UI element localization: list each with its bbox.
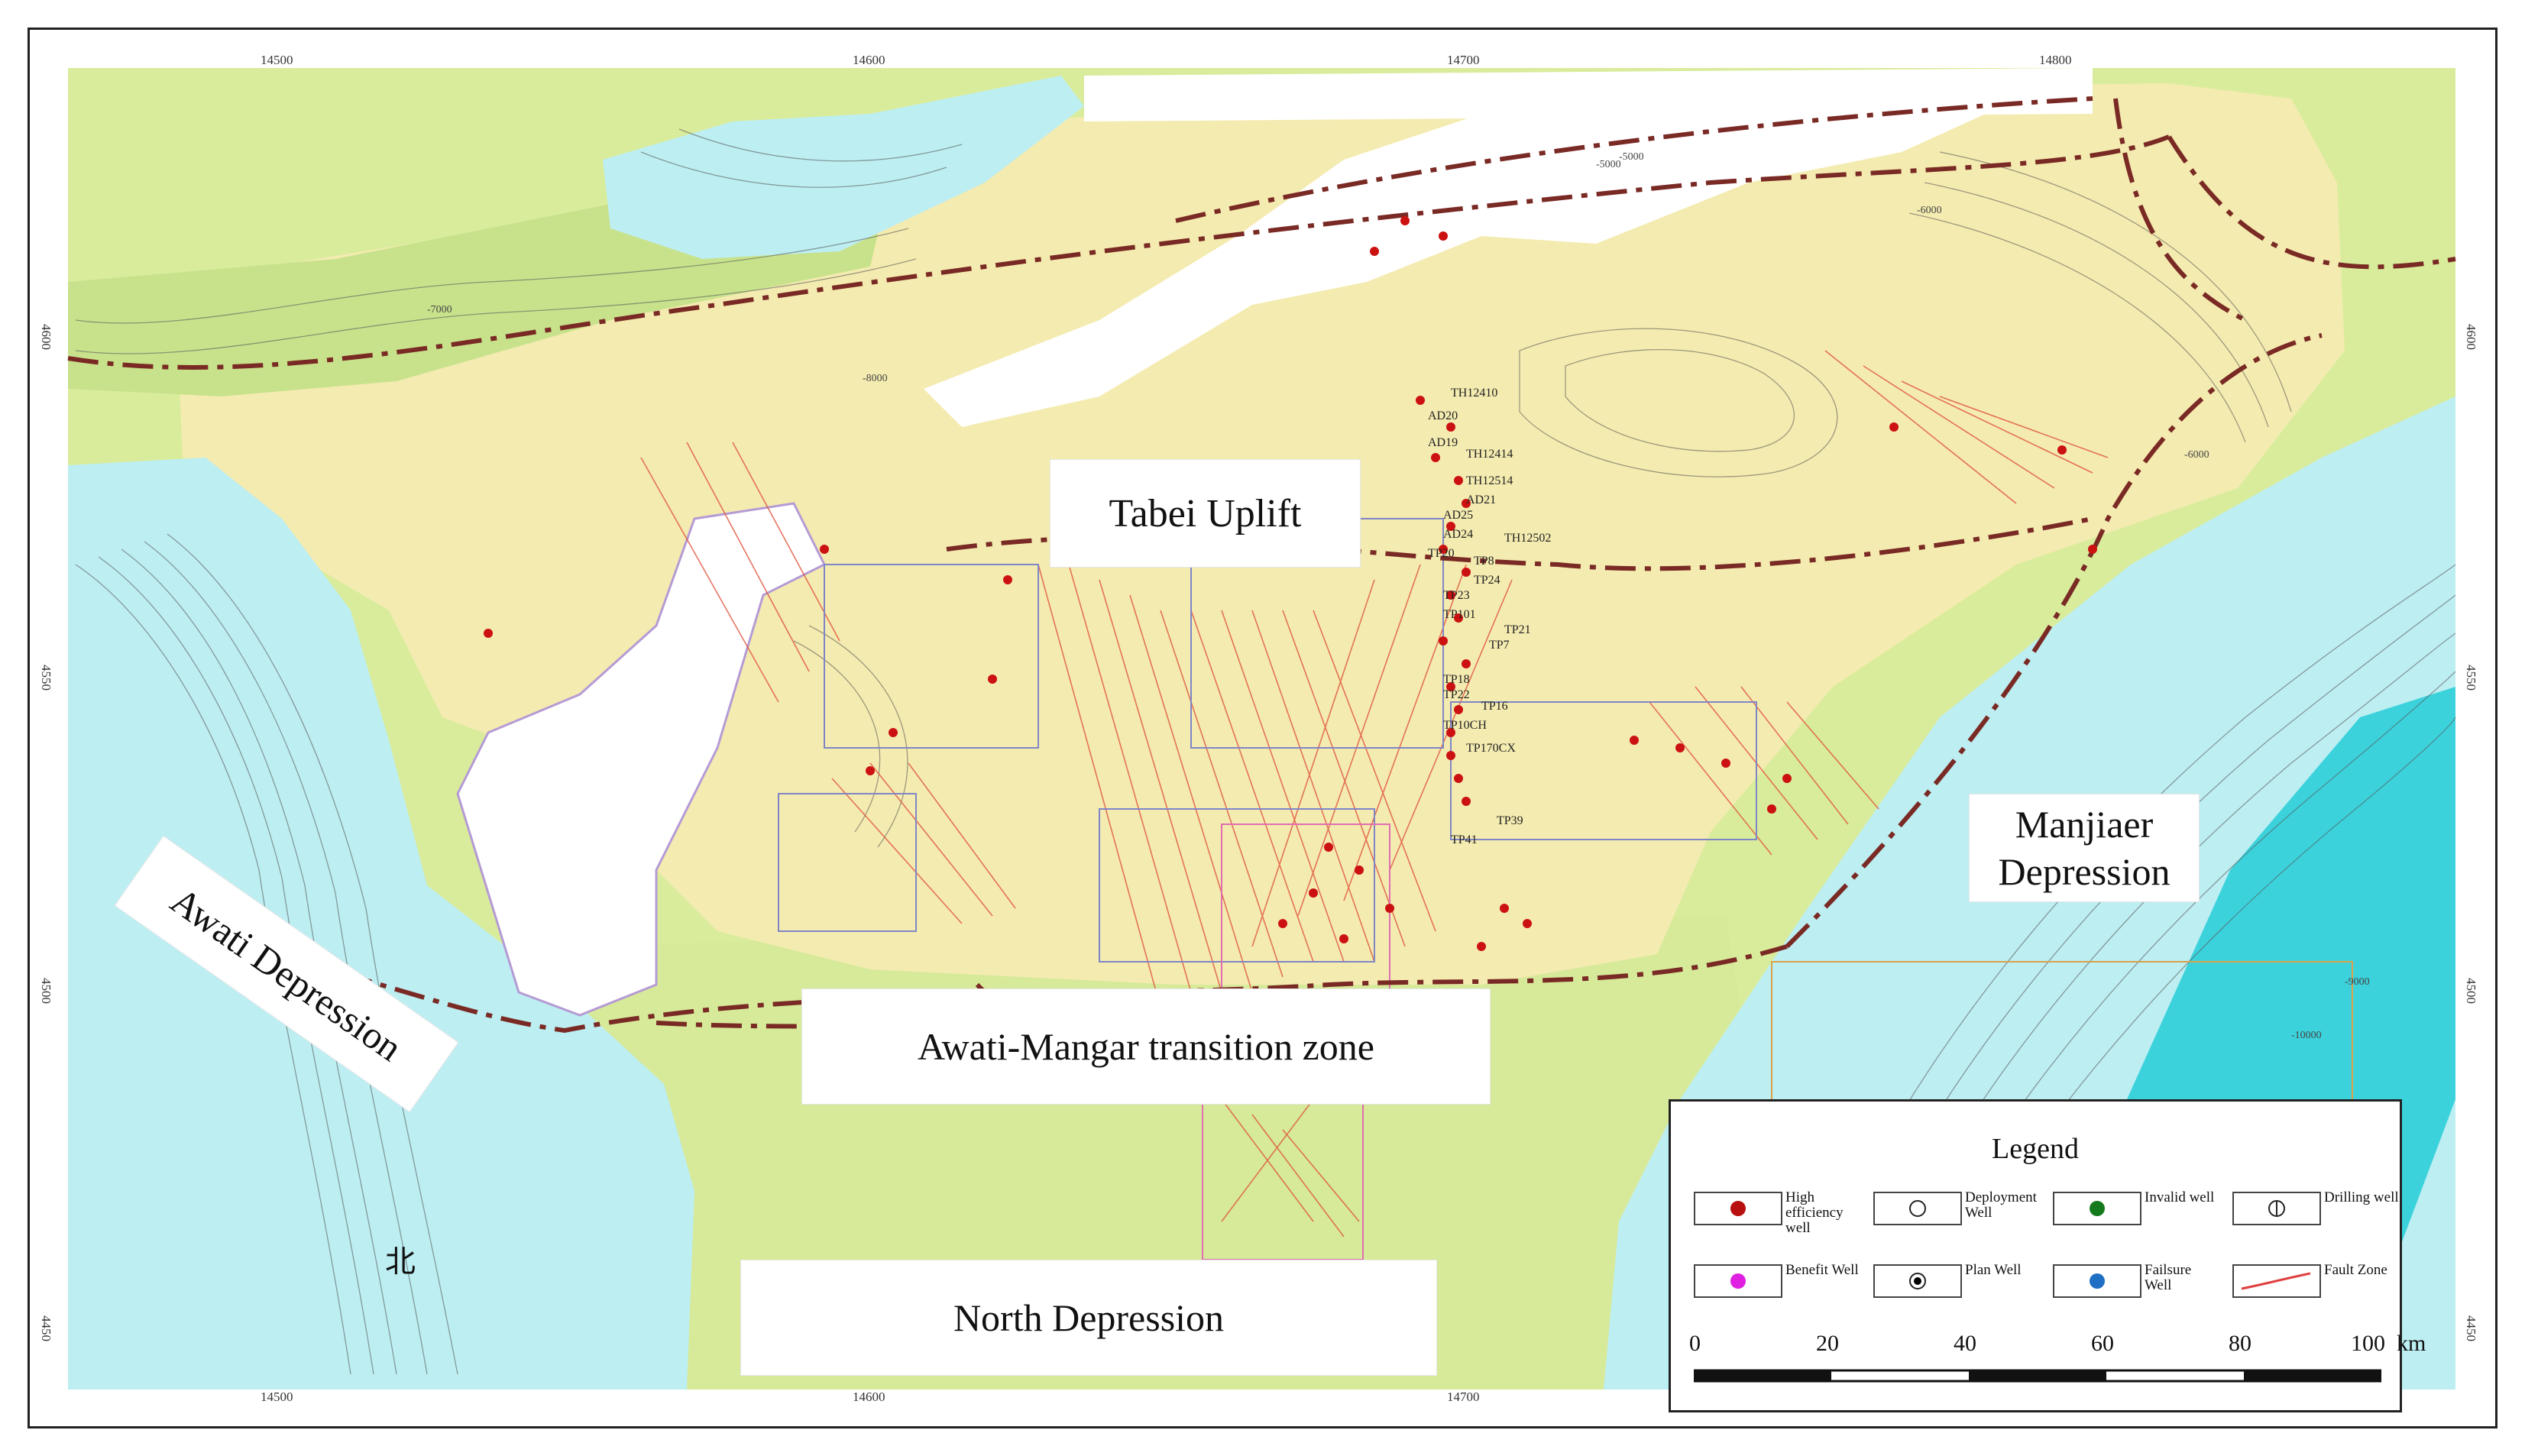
well-label: TP23 <box>1443 589 1470 602</box>
legend-label: Deployment Well <box>1965 1189 2037 1221</box>
y-tick-right: 4550 <box>2464 665 2478 691</box>
well-label: AD20 <box>1428 409 1458 422</box>
contour-label: -8000 <box>863 373 888 384</box>
contour-label-group: -7000-5000-6000-8000-9000-10000-11000-50… <box>427 151 2370 1118</box>
well-label: TP18 <box>1443 673 1470 686</box>
y-tick-right: 4500 <box>2464 978 2478 1004</box>
legend-label: High efficiency well <box>1785 1189 1844 1236</box>
high-efficiency-well-icon <box>1694 1192 1782 1225</box>
legend-item-plan: Plan Well <box>1873 1258 2041 1304</box>
x-tick-top: 14600 <box>853 53 885 67</box>
y-tick-left: 4450 <box>39 1315 53 1341</box>
northern-depression-zone <box>603 76 1084 259</box>
legend-label: Failsure Well <box>2145 1262 2192 1293</box>
north-depression-label: North Depression <box>740 1260 1437 1376</box>
well-label: TP170CX <box>1466 742 1516 755</box>
legend-item-drilling: Drilling well <box>2232 1186 2400 1231</box>
contour-label: -6000 <box>1917 205 1942 216</box>
well-label: TH12514 <box>1466 474 1513 487</box>
y-tick-right: 4450 <box>2464 1315 2478 1341</box>
contour-label: -9000 <box>2345 976 2370 988</box>
benefit-well-icon <box>1694 1264 1782 1298</box>
scale-bar: 0 20 40 60 80 100 km <box>1689 1331 2426 1392</box>
well-label: TP24 <box>1474 574 1500 587</box>
x-tick-top: 14800 <box>2039 53 2072 67</box>
well-label: TP20 <box>1428 547 1455 560</box>
well-label: TH12414 <box>1466 448 1513 461</box>
north-char-label: 北 <box>385 1244 416 1280</box>
y-tick-right: 4600 <box>2464 324 2478 350</box>
well-markers <box>484 216 2097 951</box>
scale-tick-label: 40 <box>1954 1331 1976 1356</box>
well-label: AD24 <box>1443 528 1473 541</box>
contour-label: -5000 <box>1619 151 1644 163</box>
legend-label: Invalid well <box>2145 1189 2215 1205</box>
x-tick-top: 14700 <box>1447 53 1480 67</box>
well-label: TP101 <box>1443 608 1476 621</box>
well-label: TP22 <box>1443 688 1470 701</box>
y-tick-left: 4550 <box>39 665 53 691</box>
plan-well-icon <box>1873 1264 1962 1298</box>
well-label: TP7 <box>1489 639 1510 652</box>
legend-label: Drilling well <box>2324 1189 2399 1205</box>
scale-unit: km <box>2397 1331 2426 1356</box>
white-lake <box>924 83 1986 427</box>
scale-tick-label: 80 <box>2229 1331 2251 1356</box>
white-top-strip <box>1084 68 2093 121</box>
x-tick-top: 14500 <box>261 53 293 67</box>
contour-label: -7000 <box>427 304 452 315</box>
deployment-well-icon <box>1873 1192 1962 1225</box>
legend-item-invalid: Invalid well <box>2053 1186 2221 1231</box>
well-label: TP21 <box>1504 623 1531 636</box>
legend-item-deployment: Deployment Well <box>1873 1186 2041 1231</box>
legend-label: Plan Well <box>1965 1262 2022 1278</box>
well-label: TP8 <box>1474 555 1494 568</box>
y-tick-left: 4500 <box>39 978 53 1004</box>
legend-label: Benefit Well <box>1785 1262 1859 1278</box>
drilling-well-icon <box>2232 1192 2321 1225</box>
well-label: TP10CH <box>1443 719 1487 732</box>
y-tick-left: 4600 <box>39 324 53 350</box>
legend: Legend High efficiency well Deployment W… <box>1669 1099 2426 1412</box>
well-label: TH12410 <box>1451 387 1497 400</box>
legend-title: Legend <box>1992 1133 2079 1165</box>
awati-mangar-label: Awati-Mangar transition zone <box>801 988 1491 1105</box>
contour-label: -5000 <box>1596 159 1621 170</box>
contour-label: -6000 <box>2184 449 2209 461</box>
contour-label: -10000 <box>2291 1030 2322 1041</box>
scale-tick-label: 100 <box>2351 1331 2385 1356</box>
x-tick-bottom: 14700 <box>1447 1390 1480 1404</box>
failsure-well-icon <box>2053 1264 2141 1298</box>
x-tick-bottom: 14600 <box>853 1390 885 1404</box>
legend-label: Fault Zone <box>2324 1262 2387 1278</box>
well-label: TH12502 <box>1504 532 1551 545</box>
invalid-well-icon <box>2053 1192 2141 1225</box>
well-label: TP41 <box>1451 833 1478 846</box>
legend-item-benefit: Benefit Well <box>1694 1258 1862 1304</box>
awati-depression-zone <box>68 458 694 1390</box>
tabei-uplift-label: Tabei Uplift <box>1050 459 1361 568</box>
fault-zone-lines <box>640 350 2109 1238</box>
x-tick-bottom: 14500 <box>261 1390 293 1404</box>
legend-item-failsure: Failsure Well <box>2053 1258 2221 1304</box>
well-label: TP16 <box>1481 700 1508 713</box>
well-label: TP39 <box>1497 814 1523 827</box>
scale-tick-label: 60 <box>2091 1331 2114 1356</box>
manjiaer-depression-label: Manjiaer Depression <box>1969 794 2200 902</box>
scale-tick-label: 0 <box>1689 1331 1701 1356</box>
well-label: AD25 <box>1443 509 1473 522</box>
legend-item-fault-zone: Fault Zone <box>2232 1258 2400 1304</box>
well-label: AD21 <box>1466 493 1496 506</box>
legend-item-high-efficiency: High efficiency well <box>1694 1186 1862 1236</box>
fault-zone-icon <box>2232 1264 2321 1298</box>
well-label-group: TH12410AD20AD19TH12414TH12514AD21AD25AD2… <box>1428 387 1551 846</box>
well-label: AD19 <box>1428 436 1458 449</box>
scale-tick-label: 20 <box>1816 1331 1839 1356</box>
